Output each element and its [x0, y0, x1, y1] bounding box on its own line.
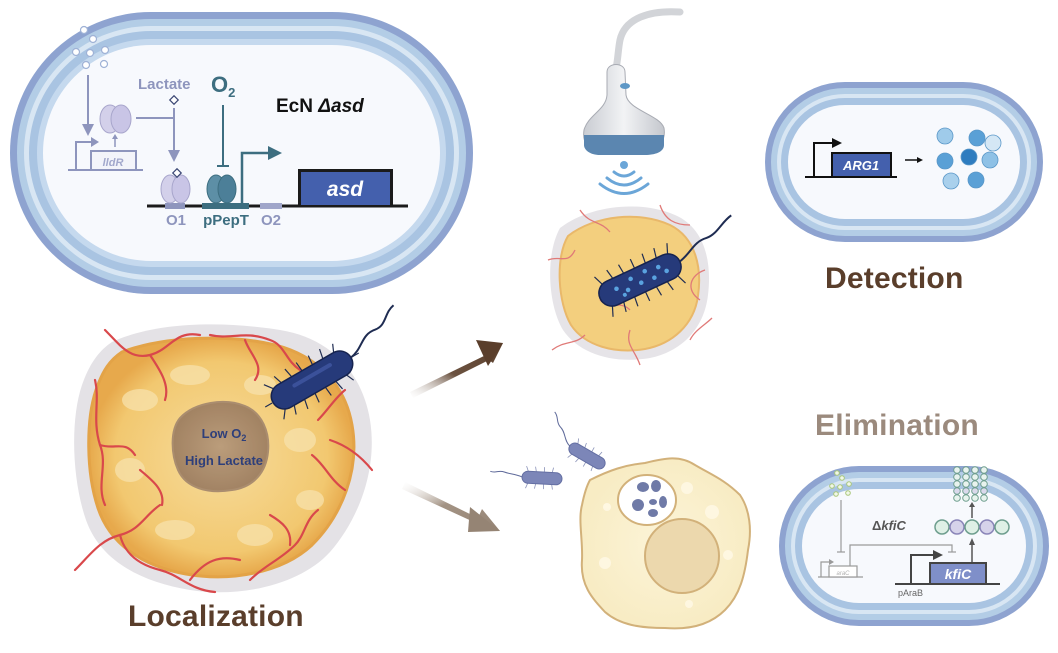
capsule-polymer-icon: [953, 466, 988, 502]
kfiC-gene-label: kfiC: [945, 566, 972, 582]
tumor-localization: Low O2 High Lactate: [73, 304, 395, 594]
blood-vessels: [73, 328, 374, 594]
elimination-cell: ΔkfiC araC kfiC pAraB: [779, 466, 1049, 626]
promoter-label: pPepT: [203, 212, 249, 229]
oxygen-repression-line: [217, 105, 229, 167]
asd-gene-label: asd: [327, 178, 364, 201]
bacterium-icon: [263, 304, 395, 420]
lactate-diamond-icon: [168, 94, 180, 106]
ultrasound-waves-icon: [598, 161, 650, 195]
operator-o2-site: [260, 203, 282, 209]
engineered-strain-cell: lldR Lactate O2: [10, 12, 473, 294]
lldR-gene-label: lldR: [103, 157, 124, 169]
operator-o1-site: [165, 203, 185, 209]
synthesis-arrow-icon: [969, 538, 975, 562]
gas-vesicle-cluster-icon: [936, 127, 1002, 190]
kfiC-gene-box: [929, 562, 987, 585]
gas-vesicle-bacterium-icon: [594, 214, 732, 317]
operator-o2-label: O2: [261, 212, 281, 229]
elimination-title: Elimination: [815, 409, 979, 442]
expression-arrow-icon: [905, 157, 923, 163]
polysaccharide-chain-icon: [934, 519, 1010, 535]
arrow-to-detection: [410, 340, 503, 398]
promoter-arrow-icon: [240, 146, 282, 204]
localization-title: Localization: [128, 600, 304, 633]
lldR-repressor-protein-icon: [99, 104, 132, 134]
tumor-core-label-line1: Low O2: [202, 426, 247, 443]
deletion-label: ΔkfiC: [872, 518, 907, 533]
arrow-to-elimination: [402, 482, 500, 532]
ultrasound-probe-icon: [583, 8, 684, 155]
tumor-core-label-line2: High Lactate: [185, 453, 263, 468]
arg1-gene-box: [831, 152, 892, 178]
lactate-label: Lactate: [138, 76, 191, 93]
araC-module: [818, 500, 956, 578]
arg1-gene-label: ARG1: [842, 158, 879, 173]
lldR-module: [68, 75, 143, 171]
hypoxic-core: [171, 401, 270, 493]
oxygen-sensor-protein-icon: [206, 174, 237, 204]
tumor-texture: [115, 365, 324, 546]
detection-cell: ARG1: [765, 82, 1043, 242]
araC-gene-label: araC: [836, 571, 850, 577]
pAraB-label: pAraB: [898, 588, 923, 598]
macrophage-cell-icon: [579, 457, 751, 630]
asd-gene-box: [298, 169, 393, 205]
strain-label: EcN Δasd: [276, 96, 364, 117]
arabinose-molecules-icon: [829, 470, 852, 497]
lactate-inhibition-path: [136, 108, 180, 162]
operator-o1-label: O1: [166, 212, 186, 229]
lactate-molecules-icon: [71, 25, 110, 70]
export-arrow-icon: [969, 502, 975, 518]
detection-title: Detection: [825, 262, 964, 295]
free-bacteria: [490, 411, 606, 490]
lldR-bound-repressor-icon: [160, 167, 191, 204]
pPepT-promoter-site: [202, 203, 249, 209]
